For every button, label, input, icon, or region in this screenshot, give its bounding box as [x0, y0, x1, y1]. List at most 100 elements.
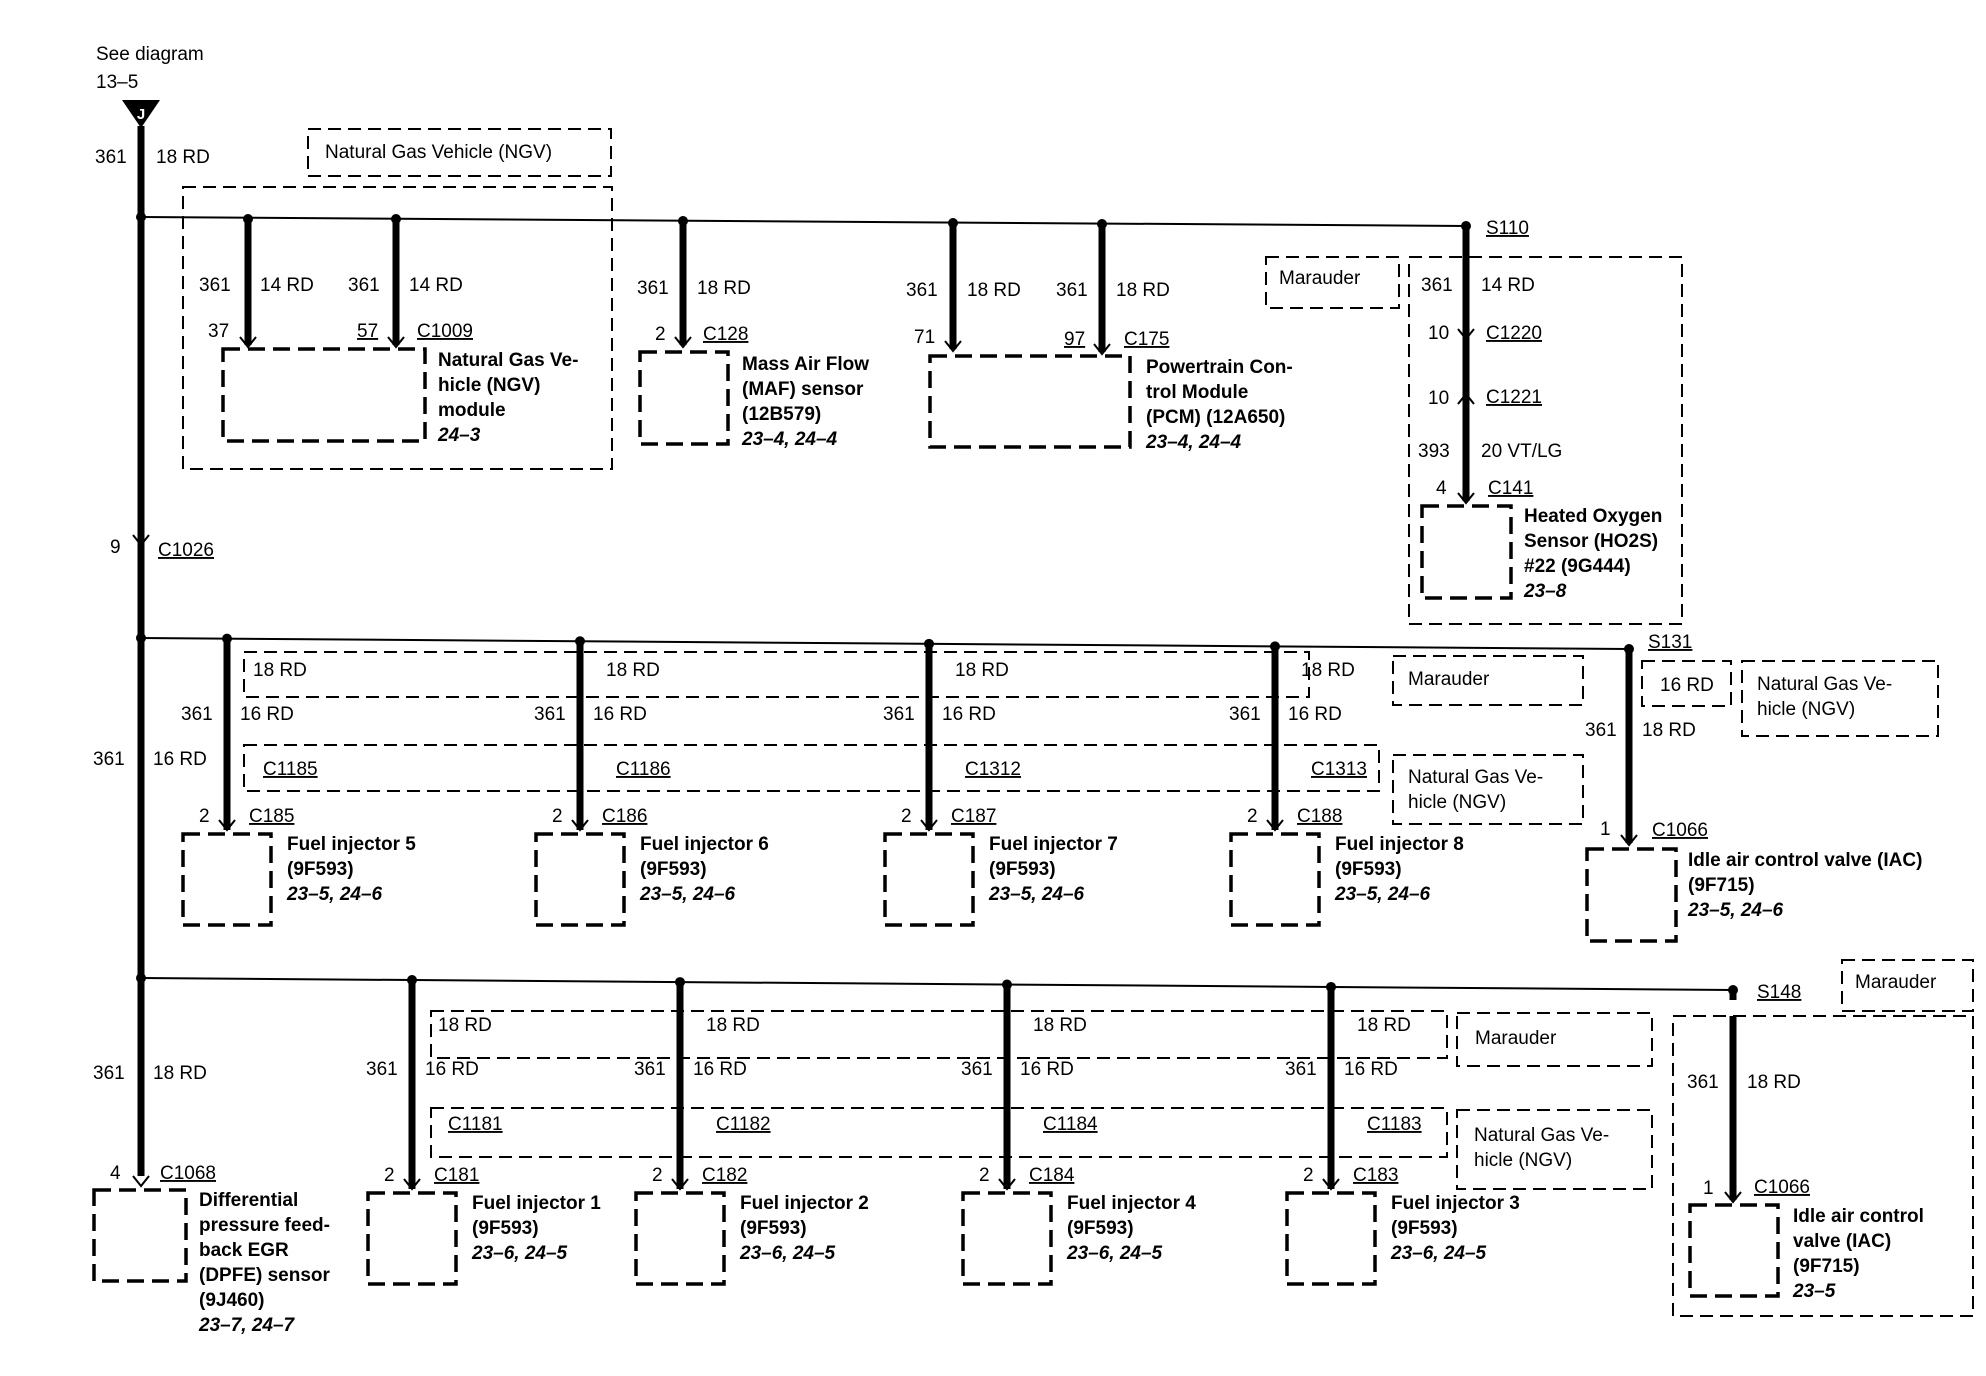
row2-injector-1-pin: 2: [199, 806, 210, 827]
dpfe-ref: 23–7, 24–7: [198, 1315, 296, 1336]
row2-injector-2-name: Fuel injector 6: [640, 834, 769, 855]
ngv-w2-circuit: 361: [348, 275, 380, 296]
row3-injector-4-rd16-label: 16 RD: [1344, 1059, 1398, 1080]
row3-injector-1-connector: C181: [434, 1165, 479, 1186]
row2-injector-2-rd16-label: 16 RD: [593, 704, 647, 725]
dpfe-name-4: (DPFE) sensor: [199, 1265, 331, 1286]
pcm-w2-pin: 97: [1064, 329, 1085, 350]
iac2-circuit: 361: [1687, 1072, 1719, 1093]
row2-marauder-label: Marauder: [1408, 669, 1490, 690]
row2-injector-1-name: Fuel injector 5: [287, 834, 416, 855]
row2-injector-3-ngv-connector: C1312: [965, 759, 1021, 780]
row2-injector-3-rd16-label: 16 RD: [942, 704, 996, 725]
ngv-connector: C1009: [417, 321, 473, 342]
iac2-valve-box: [1688, 1203, 1780, 1298]
ngv-w2-wire: 14 RD: [409, 275, 463, 296]
iac2-name-1: Idle air control: [1793, 1206, 1924, 1227]
row2-ngv-label-1: Natural Gas Ve-: [1408, 767, 1543, 788]
row3-injector-2-injector-box: [634, 1191, 726, 1286]
row2-injector-1-part: (9F593): [287, 859, 354, 880]
row3-injector-2-ngv-connector: C1182: [716, 1114, 771, 1135]
connector-j-label: J: [137, 106, 145, 123]
row3-injector-3-name: Fuel injector 4: [1067, 1193, 1196, 1214]
iac1-ref: 23–5, 24–6: [1687, 900, 1784, 921]
row2-injector-4-part: (9F593): [1335, 859, 1402, 880]
row2-injector-4-ngv-connector: C1313: [1311, 759, 1367, 780]
row2-injector-2-connector: C186: [602, 806, 647, 827]
row2-injector-1-rd18-label: 18 RD: [253, 660, 307, 681]
row3-injector-2-name: Fuel injector 2: [740, 1193, 869, 1214]
mid-circuit: 361: [93, 749, 125, 770]
row3-marauder-label-box: [1456, 1012, 1653, 1067]
c1220-pin: 10: [1428, 323, 1449, 344]
row3-injector-1-ngv-connector: C1181: [448, 1114, 503, 1135]
row3-injector-3-ngv-connector: C1184: [1043, 1114, 1098, 1135]
row2-ngv-label-box: [1392, 754, 1584, 825]
row3-injector-1-injector-box: [366, 1191, 458, 1286]
row2-injector-3-rd18-label: 18 RD: [955, 660, 1009, 681]
ho2s-connector: C141: [1488, 478, 1533, 499]
ho2s-wire-2: 20 VT/LG: [1481, 441, 1562, 462]
iac1-valve-box: [1585, 847, 1678, 943]
row3-injector-4-injector-box: [1285, 1191, 1377, 1286]
row3-injector-4-part: (9F593): [1391, 1218, 1458, 1239]
row3-injector-2-pin: 2: [652, 1165, 663, 1186]
pcm-name-1: Powertrain Con-: [1146, 357, 1293, 378]
row1-splice-dot: [136, 212, 146, 222]
row2-ngv-label-2: hicle (NGV): [1408, 792, 1506, 813]
row2-marauder-box: [243, 651, 1310, 698]
ngv-top-variant-label: Natural Gas Vehicle (NGV): [325, 142, 552, 163]
iac2-connector: C1066: [1754, 1177, 1810, 1198]
row3-injector-2-rd18-label: 18 RD: [706, 1015, 760, 1036]
pcm-w1-pin: 71: [914, 327, 935, 348]
row2-injector-3-connector: C187: [951, 806, 996, 827]
row3-injector-4-rd18-label: 18 RD: [1357, 1015, 1411, 1036]
c1026-pin: 9: [110, 537, 121, 558]
iac1-ngv-wire: 16 RD: [1660, 675, 1714, 696]
iac1-ngv-box: [1741, 660, 1939, 737]
row3-injector-3-circuit: 361: [961, 1059, 993, 1080]
row2-injector-2-ngv-connector: C1186: [616, 759, 671, 780]
dpfe-sensor-box: [92, 1188, 188, 1283]
maf-pin: 2: [655, 324, 666, 345]
connector-j-icon: [122, 100, 160, 128]
main-circuit: 361: [95, 147, 127, 168]
c1220-label: C1220: [1486, 323, 1542, 344]
dpfe-name-5: (9J460): [199, 1290, 265, 1311]
ho2s-circuit: 361: [1421, 275, 1453, 296]
row3-injector-3-connector: C184: [1029, 1165, 1075, 1186]
ngv-w1-wire: 14 RD: [260, 275, 314, 296]
c1221-label: C1221: [1486, 387, 1542, 408]
row2-injector-3-pin-icon: [920, 819, 938, 832]
ngv-w2-pin: 57: [357, 321, 378, 342]
row3-injector-4-ngv-connector: C1183: [1367, 1114, 1422, 1135]
row2-injector-4-pin: 2: [1247, 806, 1258, 827]
row1-bus-wire: [140, 216, 1467, 227]
ngv-top-group-box: [182, 186, 613, 470]
row2-injector-3-injector-box: [883, 832, 975, 927]
maf-sensor-box: [638, 350, 730, 446]
row3-injector-4-connector: C183: [1353, 1165, 1398, 1186]
ho2s-wire-label: 14 RD: [1481, 275, 1535, 296]
row3-injector-3-rd16-label: 16 RD: [1020, 1059, 1074, 1080]
ngv-pin-icon: [239, 336, 405, 349]
row3-ngv-box: [430, 1107, 1448, 1158]
row3-injector-4-pin-icon: [1322, 1178, 1340, 1191]
maf-wire-label: 18 RD: [697, 278, 751, 299]
iac1-circuit: 361: [1585, 720, 1617, 741]
ho2s-marauder-label: Marauder: [1279, 268, 1361, 289]
ngv-module-name-2: hicle (NGV): [438, 375, 540, 396]
ngv-module-ref: 24–3: [437, 425, 481, 446]
iac2-marauder-box: [1841, 959, 1974, 1012]
row2-injector-3-pin: 2: [901, 806, 912, 827]
maf-connector: C128: [703, 324, 748, 345]
ho2s-name-1: Heated Oxygen: [1524, 506, 1662, 527]
pcm-ref: 23–4, 24–4: [1145, 432, 1242, 453]
ho2s-sensor-box: [1420, 504, 1513, 600]
row3-injector-3-part: (9F593): [1067, 1218, 1134, 1239]
maf-name-3: (12B579): [742, 404, 821, 425]
row3-ngv-label-2: hicle (NGV): [1474, 1150, 1572, 1171]
pcm-w2-wire: 18 RD: [1116, 280, 1170, 301]
row3-injector-2-connector: C182: [702, 1165, 747, 1186]
